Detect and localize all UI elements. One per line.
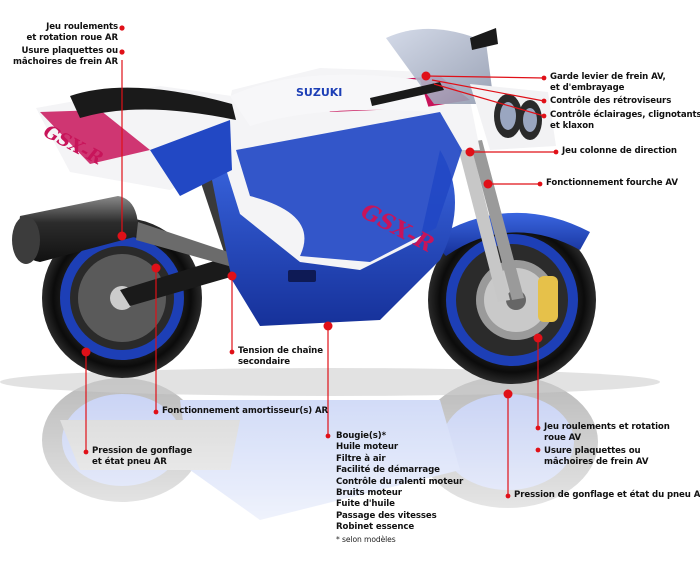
dot-rear-bearings: [119, 25, 125, 31]
label-steering-column: Jeu colonne de direction: [562, 146, 677, 156]
dot-rear-hub: [117, 231, 127, 241]
brand-decal: SUZUKI: [296, 86, 342, 99]
dot-front-tyre: [503, 389, 513, 399]
fairing-vent: [288, 270, 316, 282]
engine-item: Contrôle du ralenti moteur: [336, 476, 464, 487]
label-mirrors-check: Contrôle des rétroviseurs: [550, 96, 672, 106]
exhaust: [12, 196, 240, 268]
rear-wheel: [42, 218, 202, 378]
dot-rear-tyre: [81, 347, 91, 357]
label-front-tyre: Pression de gonflage et état du pneu AV: [514, 490, 700, 500]
label-rear-tyre: Pression de gonflage et état pneu AR: [92, 446, 193, 468]
dot-front-hub: [533, 333, 543, 343]
front-fender: [430, 212, 590, 256]
label-rear-bearings: Jeu roulements et rotation roue AR: [26, 22, 119, 44]
engine-item: Huile moteur: [336, 442, 398, 453]
dot-engine: [323, 321, 333, 331]
engine-item: Robinet essence: [336, 522, 415, 533]
dot-chain-tension: [227, 271, 237, 281]
dot-rear-brake-pads: [119, 49, 125, 55]
dot-front-fork: [483, 179, 493, 189]
seat: [70, 87, 236, 120]
dot-lights-label: [541, 113, 547, 119]
footnote: * selon modèles: [336, 534, 396, 544]
label-front-bearings: Jeu roulements et rotation roue AV: [544, 422, 670, 444]
dot-mirrors-label: [541, 98, 547, 104]
leader-lines: [85, 60, 556, 496]
label-chain-tension: Tension de chaîne secondaire: [238, 346, 323, 368]
front-fork: [456, 140, 510, 302]
label-front-fork: Fonctionnement fourche AV: [546, 178, 678, 188]
engine-item: Fuite d'huile: [336, 499, 395, 510]
fuel-tank: [230, 74, 430, 126]
engine-item: Filtre à air: [336, 453, 386, 464]
dot-brake-lever: [421, 71, 431, 81]
marker-dots: [81, 25, 559, 499]
engine-item: Passage des vitesses: [336, 510, 437, 521]
dot-lever-label: [541, 75, 547, 81]
label-front-brake-lever: Garde levier de frein AV, et d'embrayage: [550, 72, 666, 94]
dot-steering-column: [465, 147, 475, 157]
engine-item: Bougie(s)*: [336, 431, 386, 441]
label-front-brake-pads: Usure plaquettes ou mâchoires de frein A…: [544, 446, 649, 468]
label-rear-shock: Fonctionnement amortisseur(s) AR: [162, 406, 329, 416]
mirror: [470, 28, 498, 50]
engine-item: Facilité de démarrage: [336, 465, 440, 476]
dot-rear-shock: [151, 263, 161, 273]
engine-item: Bruits moteur: [336, 488, 402, 499]
handlebar: [370, 82, 444, 106]
engine-checklist: Bougie(s)* Huile moteur Filtre à air Fac…: [336, 431, 463, 545]
windscreen: [386, 28, 494, 105]
label-rear-brake-pads: Usure plaquettes ou mâchoires de frein A…: [13, 46, 118, 68]
label-lights-check: Contrôle éclairages, clignotants et klax…: [550, 110, 700, 132]
